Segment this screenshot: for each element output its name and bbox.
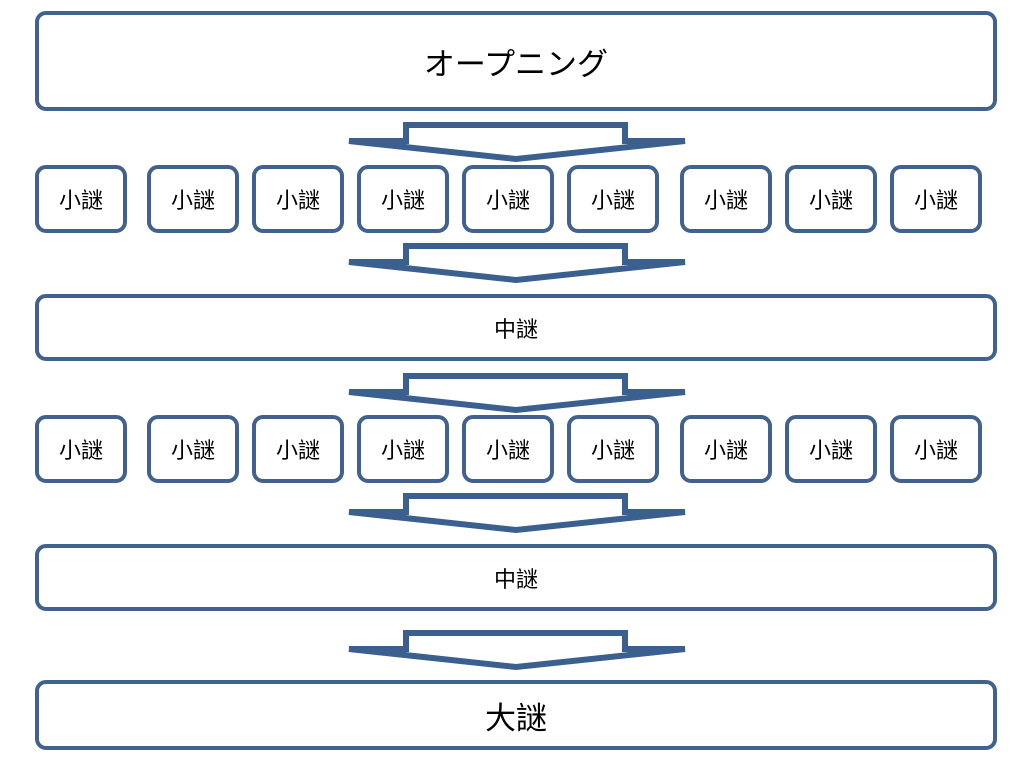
small-puzzle-label: 小謎	[703, 439, 748, 464]
small-puzzle-box: 小謎	[567, 165, 659, 233]
medium-puzzle-label: 中謎	[493, 567, 538, 593]
opening-label: オープニング	[423, 46, 609, 83]
small-puzzle-box: 小謎	[680, 165, 772, 233]
small-puzzle-box: 小謎	[462, 415, 554, 483]
final-puzzle-box: 大謎	[35, 680, 997, 750]
down-arrow-icon	[348, 122, 686, 162]
small-puzzle-label: 小謎	[913, 189, 958, 214]
small-puzzle-box: 小謎	[252, 415, 344, 483]
down-arrow-icon	[348, 243, 686, 283]
small-puzzle-label: 小謎	[808, 439, 853, 464]
small-puzzle-label: 小謎	[380, 189, 425, 214]
small-puzzle-box: 小謎	[147, 415, 239, 483]
small-puzzle-label: 小謎	[485, 189, 530, 214]
small-puzzle-box: 小謎	[890, 165, 982, 233]
small-puzzle-label: 小謎	[380, 439, 425, 464]
medium-puzzle-box: 中謎	[35, 544, 997, 611]
small-puzzle-box: 小謎	[35, 415, 127, 483]
small-puzzle-label: 小謎	[58, 189, 103, 214]
small-puzzle-box: 小謎	[567, 415, 659, 483]
small-puzzle-label: 小謎	[275, 439, 320, 464]
small-puzzle-label: 小謎	[703, 189, 748, 214]
small-puzzle-label: 小謎	[58, 439, 103, 464]
small-puzzle-box: 小謎	[785, 165, 877, 233]
small-puzzle-box: 小謎	[147, 165, 239, 233]
down-arrow-icon	[348, 373, 686, 413]
small-puzzle-box: 小謎	[357, 415, 449, 483]
small-puzzle-label: 小謎	[913, 439, 958, 464]
down-arrow-icon	[348, 493, 686, 533]
small-puzzle-label: 小謎	[170, 439, 215, 464]
small-puzzle-box: 小謎	[890, 415, 982, 483]
small-puzzle-box: 小謎	[785, 415, 877, 483]
small-puzzle-box: 小謎	[680, 415, 772, 483]
small-puzzle-label: 小謎	[275, 189, 320, 214]
small-puzzle-label: 小謎	[590, 189, 635, 214]
small-puzzle-box: 小謎	[35, 165, 127, 233]
opening-box: オープニング	[35, 11, 997, 111]
medium-puzzle-box: 中謎	[35, 294, 997, 361]
down-arrow-icon	[348, 630, 686, 670]
small-puzzle-label: 小謎	[485, 439, 530, 464]
medium-puzzle-label: 中謎	[493, 317, 538, 343]
small-puzzle-box: 小謎	[357, 165, 449, 233]
small-puzzle-box: 小謎	[462, 165, 554, 233]
small-puzzle-label: 小謎	[590, 439, 635, 464]
small-puzzle-label: 小謎	[170, 189, 215, 214]
small-puzzle-box: 小謎	[252, 165, 344, 233]
final-puzzle-label: 大謎	[485, 700, 547, 737]
small-puzzle-label: 小謎	[808, 189, 853, 214]
